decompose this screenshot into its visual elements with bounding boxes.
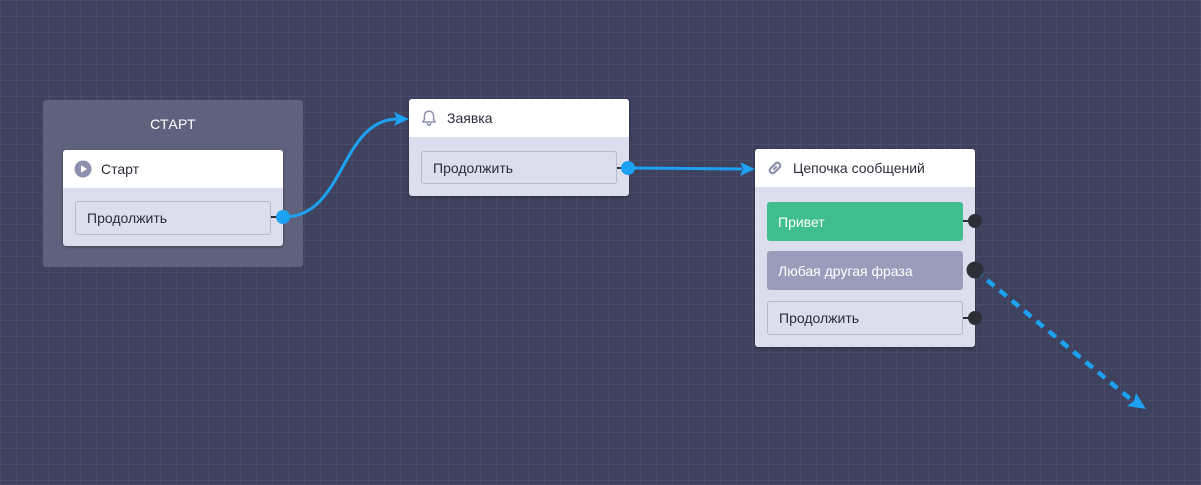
- continue-button[interactable]: Продолжить: [767, 301, 963, 335]
- dragging-connection[interactable]: [973, 268, 1136, 404]
- any-other-phrase-button[interactable]: Любая другая фраза: [767, 251, 963, 290]
- play-circle-icon: [74, 160, 92, 178]
- start-node[interactable]: Старт Продолжить: [63, 150, 283, 246]
- node-title: Старт: [101, 161, 140, 177]
- arrowhead-icon: [1127, 393, 1146, 409]
- node-header[interactable]: Цепочка сообщений: [755, 149, 975, 187]
- continue-button[interactable]: Продолжить: [421, 151, 617, 184]
- connection-request-to-chain[interactable]: [627, 166, 743, 171]
- arrowhead-icon: [394, 112, 409, 126]
- bell-icon: [420, 109, 438, 127]
- group-title: СТАРТ: [150, 116, 196, 132]
- greeting-button[interactable]: Привет: [767, 202, 963, 241]
- link-icon: [766, 159, 784, 177]
- node-header[interactable]: Старт: [63, 150, 283, 188]
- request-node[interactable]: Заявка Продолжить: [409, 99, 629, 196]
- node-title: Заявка: [447, 110, 493, 126]
- arrowhead-icon: [740, 162, 755, 176]
- message-chain-node[interactable]: Цепочка сообщений Привет Любая другая фр…: [755, 149, 975, 347]
- node-header[interactable]: Заявка: [409, 99, 629, 137]
- continue-button[interactable]: Продолжить: [75, 201, 271, 235]
- node-title: Цепочка сообщений: [793, 160, 925, 176]
